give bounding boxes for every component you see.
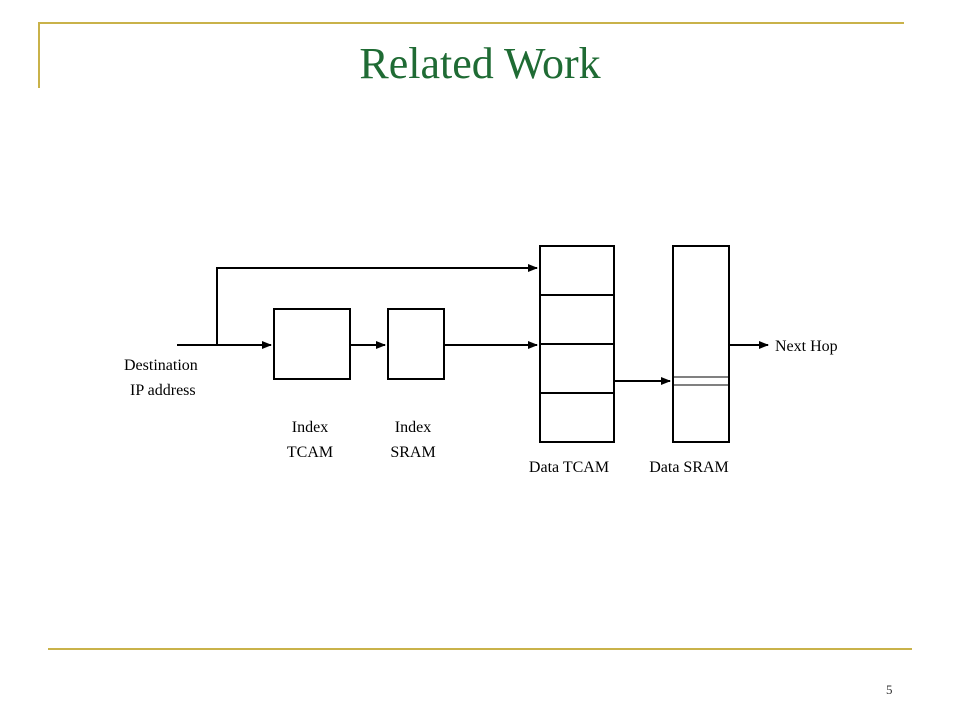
index-sram-label-line2: SRAM [390,444,435,461]
slide-title: Related Work [359,39,601,88]
index-tcam-box [273,308,351,380]
data-sram-box [672,245,730,443]
left-rule [38,22,40,88]
index-tcam-label-line2: TCAM [287,444,333,461]
data-tcam-label: Data TCAM [529,459,609,476]
top-rule [40,22,904,24]
index-sram-label-line1: Index [395,419,431,436]
input-label-line1: Destination [124,357,198,374]
index-tcam-label-line1: Index [292,419,328,436]
page-number: 5 [886,682,893,697]
bypass-arrow [216,264,538,345]
bottom-rule [48,648,912,650]
index-sram-box [387,308,445,380]
data-sram-label: Data SRAM [649,459,729,476]
output-label: Next Hop [775,338,838,355]
input-label-line2: IP address [130,382,196,399]
